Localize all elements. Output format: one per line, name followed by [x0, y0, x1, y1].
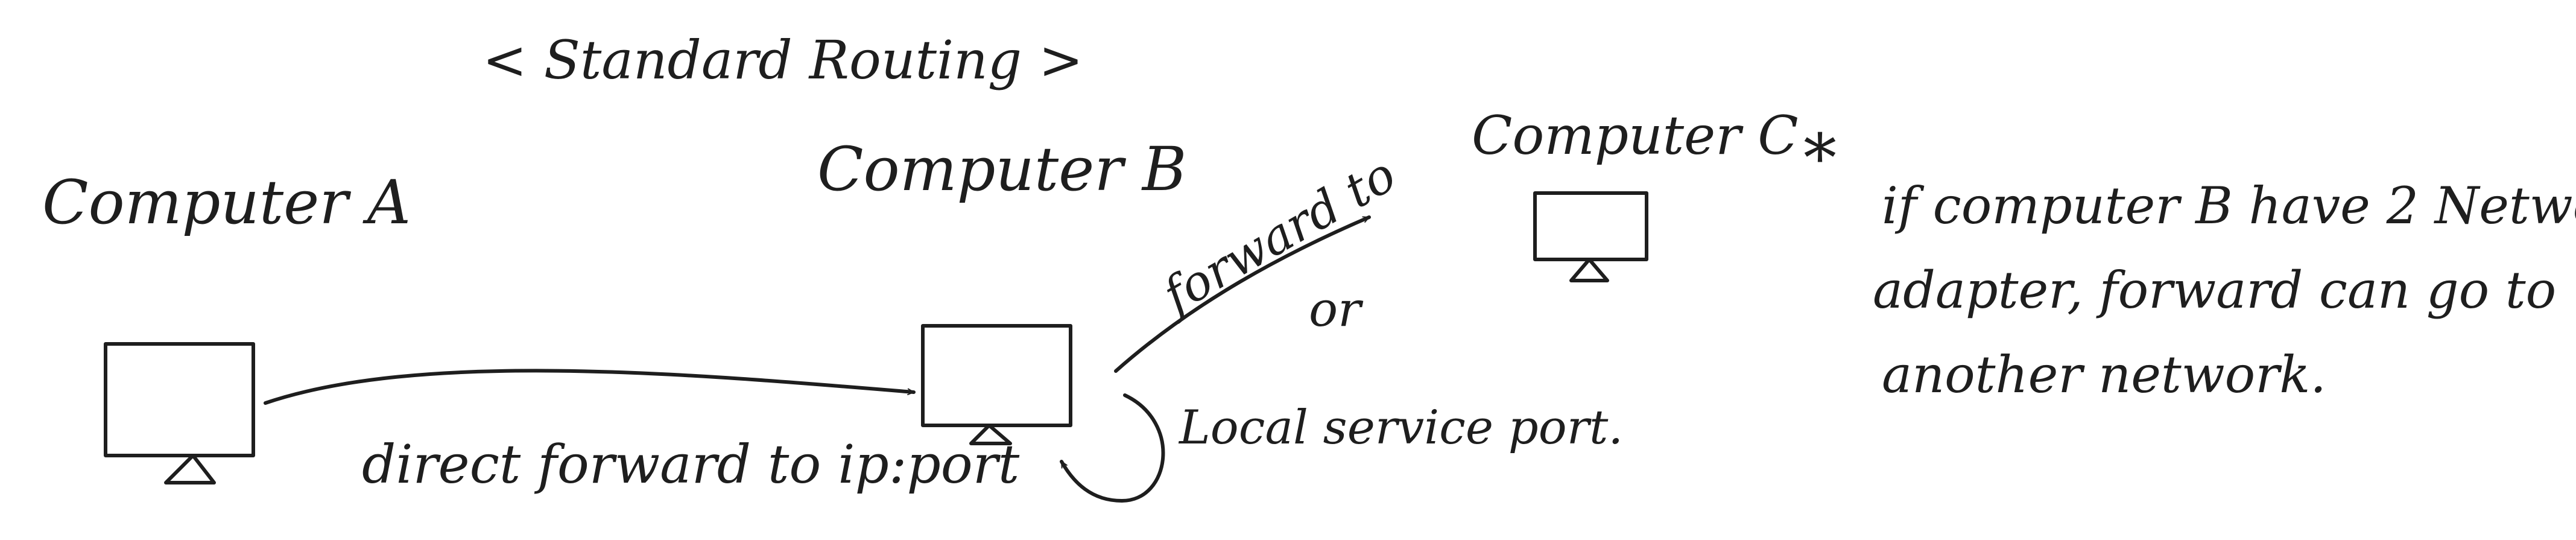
- arrow-b-local-loop: [1060, 393, 1165, 503]
- arrow-b-to-c: [1114, 215, 1371, 373]
- note-line-1: if computer B have 2 Network: [1882, 176, 2576, 235]
- monitor-screen: [921, 324, 1072, 427]
- diagram-title: < Standard Routing >: [483, 29, 1083, 91]
- edge-label-a-to-b: direct forward to ip:port: [362, 433, 1020, 495]
- computer-a: Computer A: [42, 167, 411, 484]
- monitor-stand: [969, 424, 1012, 445]
- monitor-screen: [1533, 191, 1648, 261]
- note-line-2: adapter, forward can go to: [1873, 261, 2556, 320]
- arrow-a-to-b: [264, 369, 916, 405]
- monitor-icon: [1533, 191, 1648, 282]
- monitor-stand: [1569, 258, 1609, 282]
- or-label: or: [1309, 281, 1364, 337]
- edge-label-b-to-c: forward to: [1151, 146, 1405, 325]
- note: * if computer B have 2 Network adapter, …: [1803, 119, 2576, 404]
- computer-c: Computer C: [1472, 104, 1799, 282]
- computer-b-label: Computer B: [817, 134, 1186, 205]
- edge-label-b-local: Local service port.: [1178, 401, 1623, 455]
- monitor-icon: [921, 324, 1072, 445]
- note-line-3: another network.: [1882, 345, 2326, 404]
- monitor-icon: [104, 342, 255, 484]
- computer-b: Computer B: [817, 134, 1186, 445]
- monitor-stand: [164, 454, 216, 484]
- computer-a-label: Computer A: [42, 167, 411, 238]
- computer-c-label: Computer C: [1472, 104, 1799, 167]
- asterisk-marker: *: [1803, 119, 1837, 197]
- monitor-screen: [104, 342, 255, 457]
